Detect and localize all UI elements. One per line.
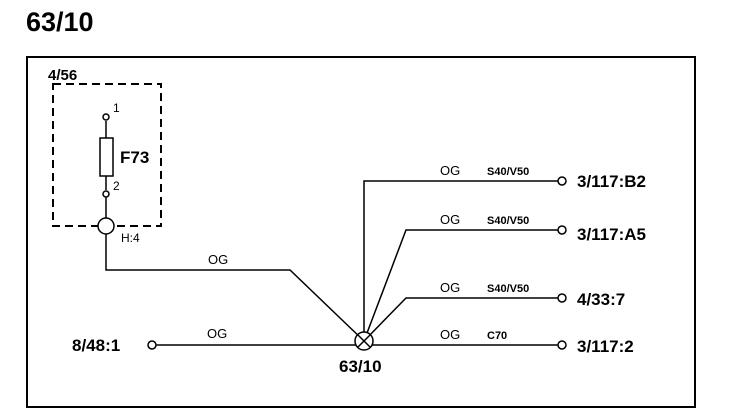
left-connector-label: 8/48:1: [72, 336, 120, 355]
splice-label: 63/10: [339, 357, 382, 376]
branch-target-b2: 3/117:B2: [577, 172, 646, 191]
fuse-pin-1: [102, 113, 110, 121]
junction-terminal: [97, 217, 115, 235]
diagram-frame: [26, 56, 696, 408]
branch-pin-t7: [557, 293, 567, 303]
page-title: 63/10: [26, 7, 94, 37]
fuse-pin-1-label: 1: [113, 101, 120, 115]
feed-wire: [105, 234, 365, 342]
branch-variant-t7: S40/V50: [487, 283, 529, 295]
left-connector-pin: [147, 340, 157, 350]
fuse-label: F73: [120, 148, 149, 167]
branch-wire-a5: [363, 229, 558, 342]
splice-cross-2: [357, 334, 371, 348]
junction-label: H:4: [121, 231, 140, 245]
branch-variant-b2: S40/V50: [487, 166, 529, 178]
branch-pin-t2: [557, 340, 567, 350]
module-label: 4/56: [48, 67, 77, 84]
branch-wire-t7: [363, 297, 558, 342]
branch-pin-a5: [557, 225, 567, 235]
branch-target-t2: 3/117:2: [577, 337, 634, 356]
left-wire-color: OG: [207, 326, 227, 341]
fuse-symbol: [99, 137, 114, 177]
branch-wire-color-b2: OG: [440, 163, 460, 178]
feed-wire-color: OG: [208, 252, 228, 267]
fuse-pin-2: [102, 190, 110, 198]
fuse-pin-2-label: 2: [113, 179, 120, 193]
branch-wire-color-a5: OG: [440, 212, 460, 227]
branch-wire-color-t7: OG: [440, 280, 460, 295]
branch-wire-color-t2: OG: [440, 327, 460, 342]
branch-variant-t2: C70: [487, 330, 507, 342]
branch-wire-b2: [363, 180, 558, 341]
branch-pin-b2: [557, 176, 567, 186]
branch-variant-a5: S40/V50: [487, 215, 529, 227]
branch-target-t7: 4/33:7: [577, 290, 625, 309]
branch-target-a5: 3/117:A5: [577, 225, 646, 244]
